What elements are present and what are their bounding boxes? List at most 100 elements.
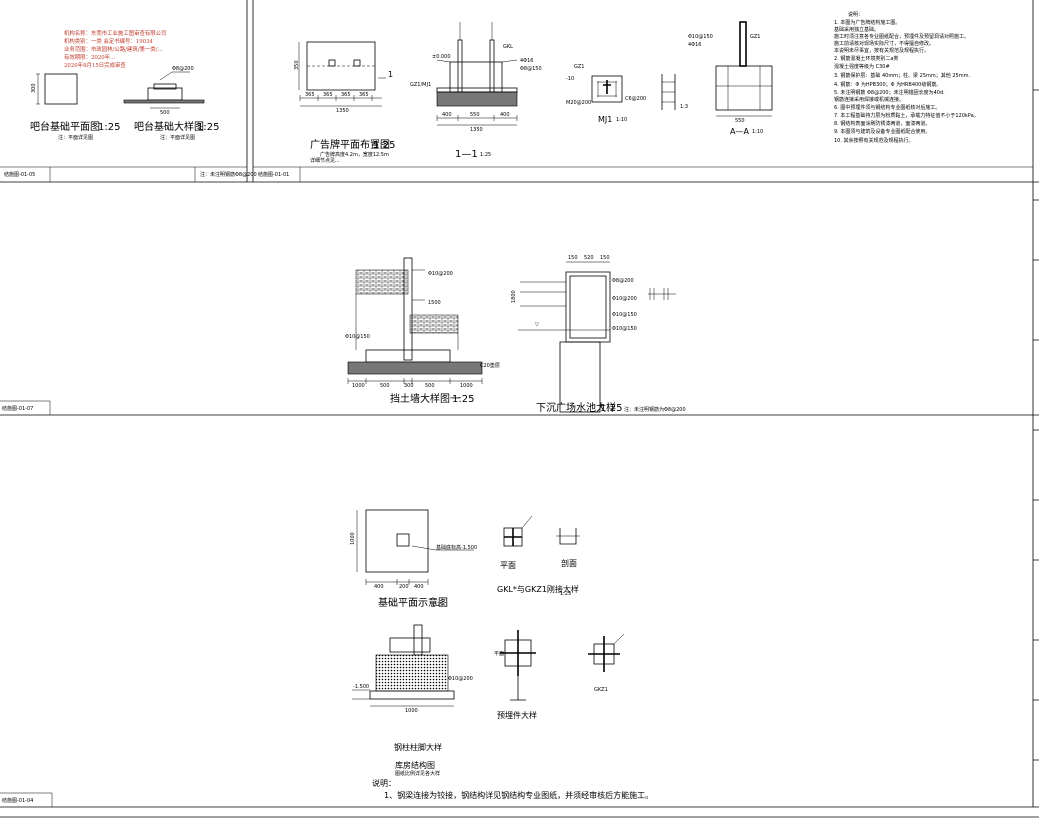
svg-text:Φ10@150: Φ10@150 (345, 334, 370, 340)
svg-text:365: 365 (305, 92, 315, 98)
svg-text:A—A: A—A (730, 127, 749, 136)
section-1-1: ±0.000 GZ1/MJ1 GKL 4Φ16 Φ8@150 400 550 4… (410, 22, 542, 160)
billboard-plan: 350 1 365 365 365 365 1350 广告牌平面布置图 1:25… (294, 41, 395, 164)
svg-text:10. 其余按照有关规范及规程执行。: 10. 其余按照有关规范及规程执行。 (834, 137, 914, 144)
svg-text:4Φ16: 4Φ16 (520, 58, 533, 64)
svg-text:广告牌高度4.2m，宽度12.5m: 广告牌高度4.2m，宽度12.5m (320, 151, 389, 158)
svg-text:500: 500 (425, 383, 435, 389)
svg-text:GZ1: GZ1 (574, 64, 584, 70)
svg-text:1:25: 1:25 (600, 403, 622, 414)
section-1-1-title: 1—1 (455, 149, 478, 160)
svg-text:详细节点见...: 详细节点见... (310, 157, 340, 164)
svg-text:400: 400 (374, 584, 384, 590)
embed-plate-mj1: GZ1 -10 M20@200 C6@200 MJ1 1:10 1:3 (566, 64, 688, 124)
embed-part-title: 预埋件大样 (497, 710, 537, 720)
svg-text:8. 钢结构表面涂刷防锈漆两道，面漆两道。: 8. 钢结构表面涂刷防锈漆两道，面漆两道。 (834, 120, 930, 127)
svg-text:1000: 1000 (350, 532, 356, 545)
sheet4-code: 结施图-01-04 (2, 797, 33, 804)
warehouse-structure-notes: 库房结构图 图纸比例详见各大样 说明： 1、钢梁连接为铰接，钢结构详见钢结构专业… (372, 760, 653, 800)
svg-text:Φ10@200: Φ10@200 (612, 296, 637, 302)
svg-text:施工时须注意各专业图纸配合，预埋件及预留洞请对照施工。: 施工时须注意各专业图纸配合，预埋件及预留洞请对照施工。 (834, 33, 969, 40)
svg-text:1:25: 1:25 (197, 122, 219, 133)
svg-text:图纸比例详见各大样: 图纸比例详见各大样 (395, 770, 440, 777)
svg-text:Φ8@200: Φ8@200 (172, 66, 194, 72)
svg-text:-10: -10 (566, 76, 574, 82)
svg-text:1:25: 1:25 (373, 140, 395, 151)
svg-text:1:3: 1:3 (680, 104, 688, 110)
svg-text:注：未注明钢筋Φ8@200: 注：未注明钢筋Φ8@200 (200, 171, 257, 178)
svg-text:1000: 1000 (405, 708, 418, 714)
svg-text:平面: 平面 (494, 651, 504, 657)
svg-text:注：平面详见图: 注：平面详见图 (160, 134, 195, 141)
svg-text:1800: 1800 (511, 290, 517, 303)
svg-text:1350: 1350 (336, 108, 349, 114)
gkl-gkz1-connection-detail: 平面 剖面 GKL*与GKZ1刚接大样 1:25 (497, 515, 580, 597)
retaining-wall-detail: Φ10@200 1500 Φ10@150 C20垫层 1000 500 300 … (345, 257, 500, 405)
retaining-wall-title: 挡土墙大样图一 (390, 392, 460, 405)
svg-text:剖面: 剖面 (561, 558, 577, 568)
steel-column-base-detail: -1.500 Φ10@200 1000 钢柱柱脚大样 (352, 624, 473, 752)
svg-text:365: 365 (359, 92, 369, 98)
svg-text:1:25: 1:25 (560, 591, 571, 597)
svg-text:150: 150 (600, 255, 610, 261)
svg-text:1350: 1350 (470, 127, 483, 133)
sunken-plaza-pool-detail: ▽ Φ8@200 Φ10@200 Φ10@150 Φ10@150 150 520… (511, 255, 686, 414)
sheet2-code: 结施图-01-01 (258, 171, 289, 178)
svg-text:3. 钢筋保护层：基础 40mm；柱、梁 25mm；其他 2: 3. 钢筋保护层：基础 40mm；柱、梁 25mm；其他 25mm. (834, 72, 970, 79)
svg-text:C6@200: C6@200 (625, 96, 646, 102)
column-base-title: 钢柱柱脚大样 (394, 742, 442, 752)
svg-text:400: 400 (442, 112, 452, 118)
embed-part-detail: 平面 GKZ1 预埋件大样 (494, 630, 625, 720)
billboard-plan-title: 广告牌平面布置图 (310, 138, 390, 151)
svg-text:1:25: 1:25 (480, 152, 491, 158)
svg-text:Φ10@150: Φ10@150 (612, 326, 637, 332)
svg-text:平面: 平面 (500, 561, 516, 570)
svg-text:注：平面详见图: 注：平面详见图 (58, 134, 93, 141)
svg-text:基础底标高-1.500: 基础底标高-1.500 (436, 544, 477, 551)
svg-text:±0.000: ±0.000 (432, 54, 451, 60)
svg-text:1:25: 1:25 (432, 602, 443, 608)
svg-text:300: 300 (31, 83, 37, 93)
svg-text:400: 400 (414, 584, 424, 590)
sheet3-code: 结施图-01-07 (2, 405, 33, 412)
svg-text:钢筋连接采用焊接或机械连接。: 钢筋连接采用焊接或机械连接。 (834, 96, 904, 103)
svg-text:350: 350 (294, 60, 300, 70)
svg-text:业务范围：市政园林/公路/建筑/第一类/...: 业务范围：市政园林/公路/建筑/第一类/... (64, 45, 163, 53)
svg-text:1:25: 1:25 (452, 394, 474, 405)
svg-text:1:10: 1:10 (752, 129, 763, 135)
svg-text:520: 520 (584, 255, 594, 261)
svg-text:MJ1: MJ1 (598, 115, 612, 124)
svg-text:说明：: 说明： (372, 778, 396, 788)
svg-text:混凝土强度等级为 C30#: 混凝土强度等级为 C30# (834, 63, 890, 70)
foundation-plan-title: 基础平面示意图 (378, 596, 448, 609)
svg-text:C20垫层: C20垫层 (480, 362, 500, 369)
svg-text:550: 550 (470, 112, 480, 118)
svg-text:机构类别：一类 会定书编号：19034: 机构类别：一类 会定书编号：19034 (64, 37, 154, 45)
svg-text:Φ10@200: Φ10@200 (448, 676, 473, 682)
svg-text:本说明未尽事宜，按有关规范及规程执行。: 本说明未尽事宜，按有关规范及规程执行。 (834, 47, 929, 54)
svg-text:300: 300 (404, 383, 414, 389)
svg-text:机构名称：东莞市工业施工图审查有限公司: 机构名称：东莞市工业施工图审查有限公司 (64, 29, 166, 37)
svg-text:GKL: GKL (503, 44, 513, 50)
svg-text:GZ1/MJ1: GZ1/MJ1 (410, 82, 431, 88)
svg-text:1: 1 (388, 70, 393, 79)
bar-detail-title: 吧台基础大样图 (134, 120, 204, 133)
svg-text:1:10: 1:10 (616, 117, 627, 123)
svg-text:5. 未注明钢筋 Φ8@200；未注明锚固长度为40d.: 5. 未注明钢筋 Φ8@200；未注明锚固长度为40d. (834, 89, 945, 96)
gkl-detail-title: GKL*与GKZ1刚接大样 (497, 584, 579, 594)
svg-text:1:25: 1:25 (98, 122, 120, 133)
svg-text:施工前请核对现场实际尺寸，不得擅自修改。: 施工前请核对现场实际尺寸，不得擅自修改。 (834, 40, 934, 47)
svg-text:Φ10@150: Φ10@150 (688, 34, 713, 40)
svg-text:6. 图中预埋件须与钢结构专业图纸核对后施工。: 6. 图中预埋件须与钢结构专业图纸核对后施工。 (834, 104, 940, 111)
svg-text:Φ10@200: Φ10@200 (428, 271, 453, 277)
svg-text:200: 200 (399, 584, 409, 590)
svg-text:500: 500 (380, 383, 390, 389)
warehouse-title: 库房结构图 (395, 760, 435, 770)
foundation-plan-sketch: 1000 基础底标高-1.500 400 200 400 基础平面示意图 1:2… (350, 509, 477, 609)
svg-text:400: 400 (500, 112, 510, 118)
svg-text:2. 钢筋混凝土环境类别二a类: 2. 钢筋混凝土环境类别二a类 (834, 55, 898, 62)
bar-foundation-plan: 300 吧台基础平面图 1:25 注：平面详见图 (30, 73, 120, 141)
svg-text:▽: ▽ (535, 322, 539, 328)
